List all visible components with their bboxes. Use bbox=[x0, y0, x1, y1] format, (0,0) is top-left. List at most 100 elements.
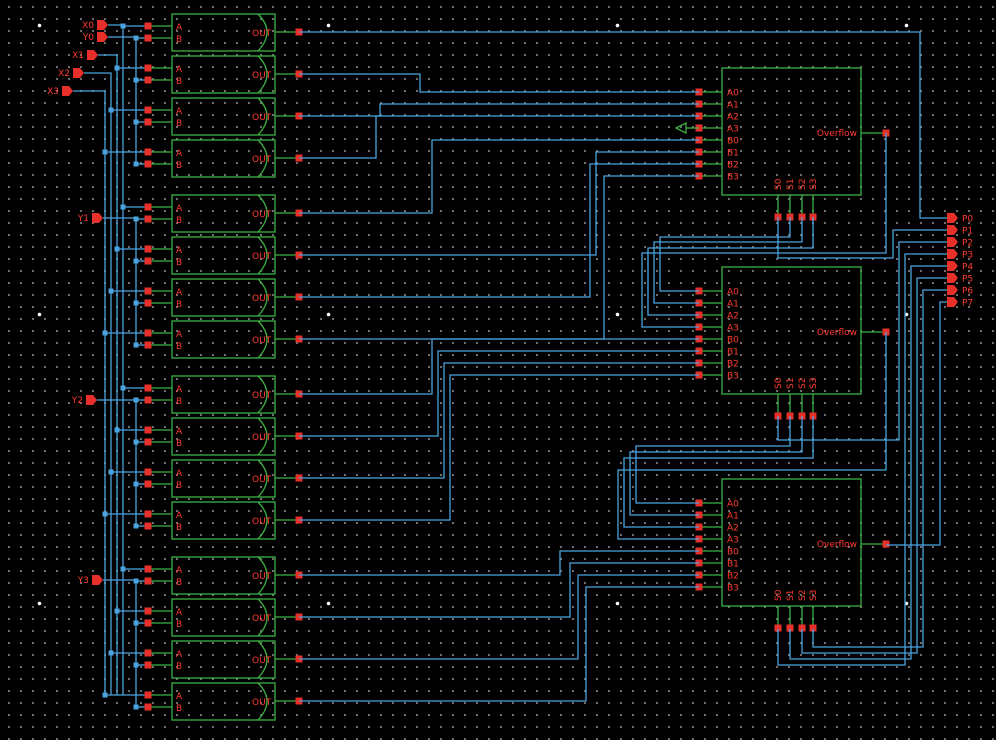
sum-terminal[interactable] bbox=[809, 624, 817, 632]
wire[interactable] bbox=[777, 241, 947, 441]
wire[interactable] bbox=[299, 350, 699, 437]
output-pin-p4[interactable] bbox=[947, 261, 958, 271]
pin-terminal[interactable] bbox=[144, 468, 152, 476]
input-pin-y2[interactable] bbox=[86, 395, 97, 405]
pin-terminal[interactable] bbox=[144, 76, 152, 84]
pin-terminal[interactable] bbox=[144, 257, 152, 265]
input-pin-x1[interactable] bbox=[87, 50, 98, 60]
pin-terminal[interactable] bbox=[144, 245, 152, 253]
pin-terminal[interactable] bbox=[144, 426, 152, 434]
adder-3[interactable] bbox=[721, 478, 862, 607]
wire[interactable] bbox=[299, 163, 699, 298]
pin-terminal[interactable] bbox=[144, 215, 152, 223]
output-pin-p2[interactable] bbox=[947, 237, 958, 247]
output-pin-label: P4 bbox=[962, 263, 973, 273]
gate-pin-out-label: OUT bbox=[252, 294, 272, 304]
sum-terminal[interactable] bbox=[774, 624, 782, 632]
pin-terminal[interactable] bbox=[144, 565, 152, 573]
pin-terminal[interactable] bbox=[144, 607, 152, 615]
wire[interactable] bbox=[299, 31, 947, 219]
wire[interactable] bbox=[623, 416, 814, 528]
wire[interactable] bbox=[653, 217, 803, 304]
overflow-terminal[interactable] bbox=[882, 540, 890, 548]
wire[interactable] bbox=[641, 133, 887, 328]
wire[interactable] bbox=[299, 103, 699, 117]
pin-terminal[interactable] bbox=[144, 160, 152, 168]
pin-terminal[interactable] bbox=[144, 577, 152, 585]
wire[interactable] bbox=[299, 338, 699, 395]
wire[interactable] bbox=[299, 73, 699, 93]
gate-arc bbox=[257, 640, 268, 679]
input-bus[interactable] bbox=[98, 54, 118, 695]
wire[interactable] bbox=[299, 139, 699, 214]
pin-terminal[interactable] bbox=[144, 480, 152, 488]
output-pin-p1[interactable] bbox=[947, 225, 958, 235]
pin-terminal[interactable] bbox=[144, 522, 152, 530]
wire[interactable] bbox=[617, 332, 887, 540]
input-bus[interactable] bbox=[103, 579, 137, 707]
wire[interactable] bbox=[299, 115, 699, 159]
output-pin-p5[interactable] bbox=[947, 273, 958, 283]
pin-terminal[interactable] bbox=[144, 203, 152, 211]
wire[interactable] bbox=[812, 289, 947, 648]
input-pin-y0[interactable] bbox=[97, 32, 108, 42]
wire[interactable] bbox=[777, 217, 947, 259]
sum-terminal[interactable] bbox=[798, 624, 806, 632]
wire[interactable] bbox=[299, 362, 699, 479]
wire[interactable] bbox=[629, 416, 803, 516]
pin-terminal[interactable] bbox=[144, 396, 152, 404]
wire[interactable] bbox=[647, 217, 814, 316]
output-pin-p7[interactable] bbox=[947, 297, 958, 307]
pin-terminal[interactable] bbox=[144, 384, 152, 392]
pin-terminal[interactable] bbox=[144, 691, 152, 699]
input-pin-x0[interactable] bbox=[97, 20, 108, 30]
input-bus[interactable] bbox=[103, 217, 137, 345]
wire[interactable] bbox=[801, 277, 947, 654]
wire[interactable] bbox=[777, 253, 947, 666]
wire[interactable] bbox=[659, 217, 791, 292]
wire[interactable] bbox=[299, 586, 699, 702]
input-bus[interactable] bbox=[108, 24, 124, 695]
wire[interactable] bbox=[635, 416, 791, 504]
wire[interactable] bbox=[299, 562, 699, 618]
pin-terminal[interactable] bbox=[144, 329, 152, 337]
wire[interactable] bbox=[299, 151, 699, 256]
adder-1[interactable] bbox=[721, 67, 862, 196]
pin-terminal[interactable] bbox=[144, 106, 152, 114]
pin-terminal[interactable] bbox=[144, 438, 152, 446]
pin-terminal[interactable] bbox=[144, 34, 152, 42]
sum-terminal[interactable] bbox=[786, 624, 794, 632]
wire[interactable] bbox=[299, 175, 699, 340]
input-bus[interactable] bbox=[84, 72, 112, 695]
input-pin-x2[interactable] bbox=[73, 68, 84, 78]
input-bus[interactable] bbox=[73, 90, 106, 695]
output-pin-p3[interactable] bbox=[947, 249, 958, 259]
pin-terminal[interactable] bbox=[144, 299, 152, 307]
pin-terminal[interactable] bbox=[144, 118, 152, 126]
pin-terminal[interactable] bbox=[144, 510, 152, 518]
input-pin-x3[interactable] bbox=[62, 86, 73, 96]
pin-terminal[interactable] bbox=[144, 619, 152, 627]
input-bus[interactable] bbox=[97, 399, 137, 526]
pin-terminal[interactable] bbox=[144, 22, 152, 30]
wire[interactable] bbox=[299, 550, 699, 576]
input-pin-y1[interactable] bbox=[92, 213, 103, 223]
input-pin-y3[interactable] bbox=[92, 575, 103, 585]
output-pin-p6[interactable] bbox=[947, 285, 958, 295]
pin-terminal[interactable] bbox=[144, 287, 152, 295]
wire[interactable] bbox=[299, 374, 699, 521]
wire[interactable] bbox=[789, 265, 947, 660]
adder-input-label: A0 bbox=[727, 500, 739, 510]
wire[interactable] bbox=[299, 574, 699, 660]
pin-terminal[interactable] bbox=[144, 64, 152, 72]
pin-terminal[interactable] bbox=[144, 148, 152, 156]
pin-terminal[interactable] bbox=[144, 649, 152, 657]
output-pin-p0[interactable] bbox=[947, 213, 958, 223]
wire[interactable] bbox=[886, 301, 947, 546]
pin-terminal[interactable] bbox=[144, 661, 152, 669]
pin-terminal[interactable] bbox=[144, 703, 152, 711]
input-bus[interactable] bbox=[108, 36, 137, 164]
pin-terminal[interactable] bbox=[144, 341, 152, 349]
adder-2[interactable] bbox=[721, 266, 862, 395]
